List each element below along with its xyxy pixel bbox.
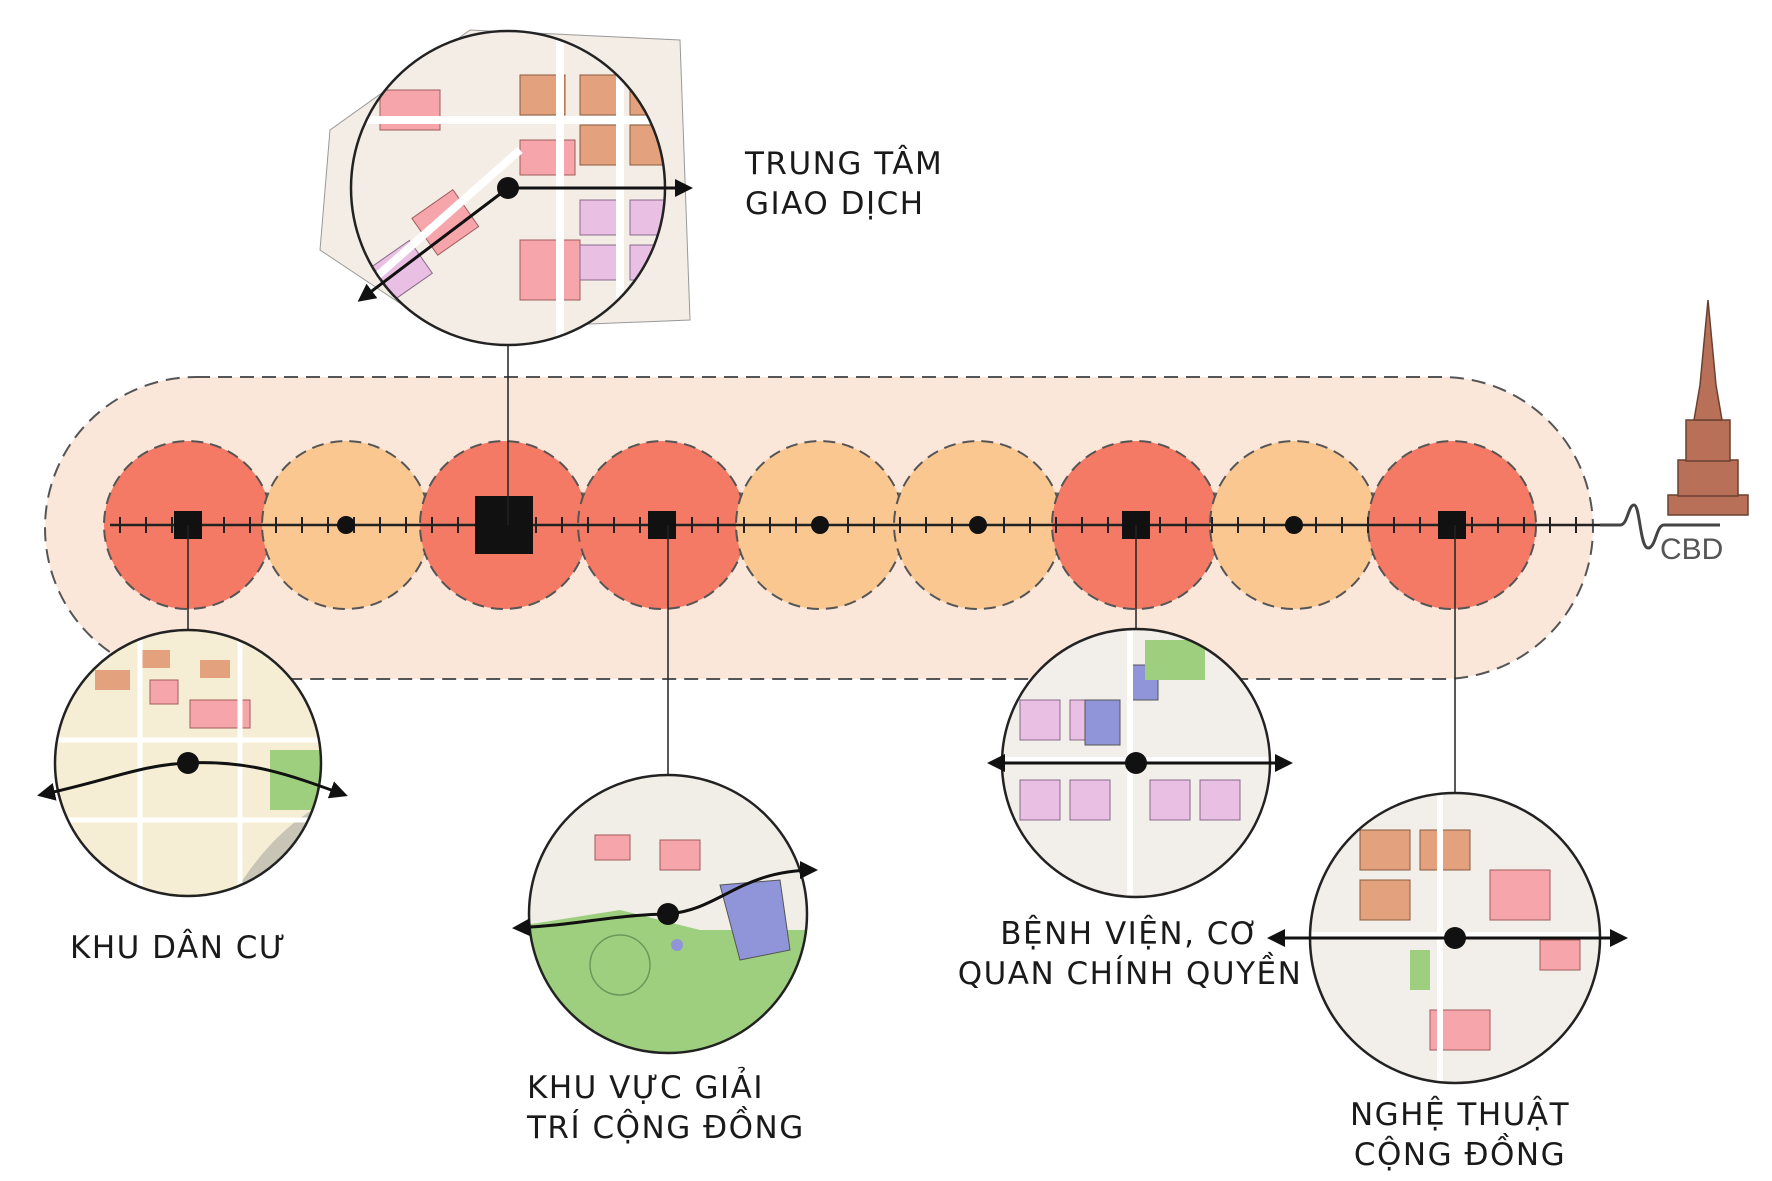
station-node-3 xyxy=(475,496,533,554)
skyscraper-icon xyxy=(1667,299,1749,516)
label-line: NGHỆ THUẬT xyxy=(1349,1097,1571,1133)
station-node-9 xyxy=(1438,511,1466,539)
label-line: CỘNG ĐỒNG xyxy=(1353,1137,1567,1173)
label-line: KHU DÂN CƯ xyxy=(70,930,287,966)
label-benh-vien: BỆNH VIỆN, CƠ QUAN CHÍNH QUYỀN xyxy=(940,914,1320,994)
label-trung-tam-giao-dich: TRUNG TÂM GIAO DỊCH xyxy=(745,144,943,224)
map-khu-dan-cu xyxy=(37,628,348,898)
station-node-5 xyxy=(811,516,829,534)
station-node-6 xyxy=(969,516,987,534)
label-nghe-thuat: NGHỆ THUẬT CỘNG ĐỒNG xyxy=(1300,1095,1620,1175)
label-line: TRUNG TÂM xyxy=(745,146,944,182)
map-trung-tam-giao-dich xyxy=(319,29,693,347)
label-khu-vuc-giai-tri: KHU VỰC GIẢI TRÍ CỘNG ĐỒNG xyxy=(527,1068,805,1148)
label-line: TRÍ CỘNG ĐỒNG xyxy=(527,1110,805,1146)
label-line: QUAN CHÍNH QUYỀN xyxy=(957,956,1303,992)
station-node-8 xyxy=(1285,516,1303,534)
label-line: BỆNH VIỆN, CƠ xyxy=(1000,916,1260,952)
cbd-connector xyxy=(1600,503,1720,550)
label-khu-dan-cu: KHU DÂN CƯ xyxy=(70,928,287,968)
station-node-2 xyxy=(337,516,355,534)
station-node-4 xyxy=(648,511,676,539)
label-line: GIAO DỊCH xyxy=(745,186,925,222)
label-cbd: CBD xyxy=(1660,533,1724,566)
label-line: KHU VỰC GIẢI xyxy=(527,1070,764,1106)
map-khu-vuc-giai-tri xyxy=(512,773,818,1055)
map-benh-vien xyxy=(987,627,1293,899)
map-nghe-thuat xyxy=(1267,791,1628,1085)
